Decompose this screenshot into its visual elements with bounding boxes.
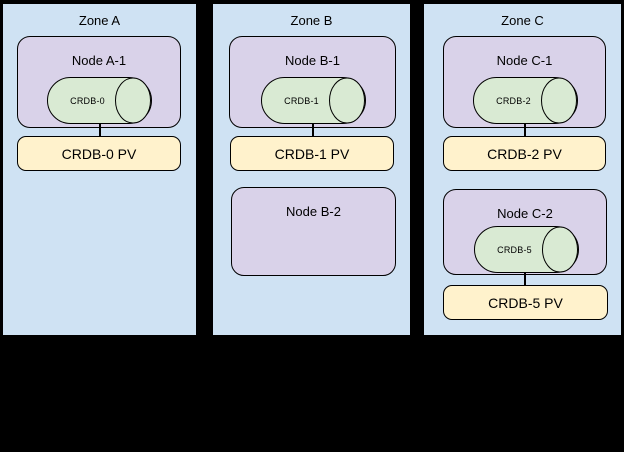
database-cylinder-shape — [261, 77, 366, 124]
pv-connector-line — [524, 123, 526, 137]
pv-connector-line — [99, 123, 101, 137]
node-a-1: Node A-1 CRDB-0 — [17, 36, 181, 128]
pv-connector-line — [312, 123, 314, 137]
node-b-2: Node B-2 — [231, 187, 396, 276]
node-c-2-label: Node C-2 — [497, 206, 553, 221]
zone-b: Zone B Node B-1 CRDB-1 CRDB-1 PV Node B-… — [212, 3, 411, 336]
pv-crdb-1-label: CRDB-1 PV — [274, 145, 350, 162]
zone-a: Zone A Node A-1 CRDB-0 CRDB-0 PV — [2, 3, 197, 336]
pod-crdb-0-label: CRDB-0 — [70, 95, 105, 106]
node-c-2: Node C-2 CRDB-5 — [443, 189, 607, 275]
crdb-1-cylinder-icon: CRDB-1 — [261, 77, 366, 124]
crdb-5-cylinder-icon: CRDB-5 — [474, 226, 579, 273]
node-b-1: Node B-1 CRDB-1 — [229, 36, 396, 128]
node-b-2-label: Node B-2 — [286, 204, 341, 219]
pv-crdb-5-label: CRDB-5 PV — [488, 294, 563, 311]
pod-crdb-2-label: CRDB-2 — [496, 95, 531, 106]
pod-crdb-5-label: CRDB-5 — [497, 244, 532, 255]
pv-crdb-1: CRDB-1 PV — [230, 136, 394, 171]
database-cylinder-shape — [474, 226, 579, 273]
zone-c: Zone C Node C-1 CRDB-2 CRDB-2 PV Node C-… — [423, 3, 622, 336]
node-a-1-label: Node A-1 — [71, 53, 127, 68]
pod-crdb-1-label: CRDB-1 — [284, 95, 319, 106]
crdb-0-cylinder-icon: CRDB-0 — [47, 77, 152, 124]
node-b-1-label: Node B-1 — [285, 53, 340, 68]
pv-crdb-0: CRDB-0 PV — [17, 136, 181, 171]
zone-b-label: Zone B — [290, 13, 333, 28]
database-cylinder-shape — [47, 77, 152, 124]
pv-connector-line — [524, 272, 526, 285]
database-cylinder-shape — [473, 77, 578, 124]
node-c-1: Node C-1 CRDB-2 — [443, 36, 606, 128]
pv-crdb-2: CRDB-2 PV — [443, 136, 606, 171]
pv-crdb-2-label: CRDB-2 PV — [487, 145, 562, 162]
zone-a-label: Zone A — [78, 13, 121, 28]
node-c-1-label: Node C-1 — [496, 53, 553, 68]
pv-crdb-0-label: CRDB-0 PV — [61, 145, 137, 162]
crdb-2-cylinder-icon: CRDB-2 — [473, 77, 578, 124]
zone-c-label: Zone C — [501, 13, 544, 28]
pv-crdb-5: CRDB-5 PV — [443, 285, 608, 320]
